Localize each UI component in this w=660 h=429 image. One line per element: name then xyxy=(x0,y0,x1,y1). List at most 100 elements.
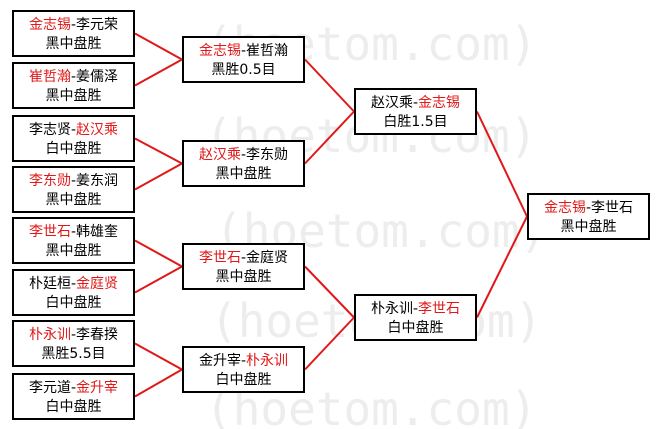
separator: - xyxy=(70,224,77,240)
player-name: 金升宰 xyxy=(198,353,241,369)
connector-line xyxy=(476,216,528,318)
matchup: 朴永训-李春揆 xyxy=(14,326,133,345)
separator: - xyxy=(240,43,247,59)
match-result: 黑中盘胜 xyxy=(215,166,272,182)
player-name: 姜东润 xyxy=(76,173,119,189)
player-name: 崔哲瀚 xyxy=(28,69,71,85)
player-name: 赵汉乘 xyxy=(76,122,119,138)
match-result: 黑中盘胜 xyxy=(45,88,102,104)
match-result: 黑中盘胜 xyxy=(45,243,102,259)
connector-line xyxy=(134,239,183,268)
round1-match-7: 朴永训-李春揆黑胜5.5目 xyxy=(12,320,135,367)
separator: - xyxy=(70,173,77,189)
player-name: 崔哲瀚 xyxy=(246,43,289,59)
matchup: 李世石-韩雄奎 xyxy=(14,223,133,242)
connector-line xyxy=(134,58,183,87)
player-name: 李东勋 xyxy=(28,173,71,189)
connector-line xyxy=(134,368,183,398)
round2-match-4: 金升宰-朴永训白中盘胜 xyxy=(182,346,305,393)
round1-match-8: 李元道-金升宰白中盘胜 xyxy=(12,373,135,420)
player-name: 李元荣 xyxy=(76,17,119,33)
separator: - xyxy=(585,200,592,216)
round3-match-2: 朴永训-李世石白中盘胜 xyxy=(354,294,477,341)
player-name: 赵汉乘 xyxy=(370,95,413,111)
connector-line xyxy=(134,137,183,165)
round1-match-5: 李世石-韩雄奎黑中盘胜 xyxy=(12,217,135,264)
match-result: 白中盘胜 xyxy=(45,295,102,311)
player-name: 李元道 xyxy=(28,380,71,396)
connector-line xyxy=(304,110,355,165)
player-name: 金庭贤 xyxy=(76,276,119,292)
separator: - xyxy=(70,276,77,292)
matchup: 李志贤-赵汉乘 xyxy=(14,121,133,140)
player-name: 李世石 xyxy=(591,200,634,216)
separator: - xyxy=(70,69,77,85)
round1-match-1: 金志锡-李元荣黑中盘胜 xyxy=(12,10,135,57)
connector-line xyxy=(304,265,355,319)
round1-match-2: 崔哲瀚-姜儒泽黑中盘胜 xyxy=(12,62,135,109)
separator: - xyxy=(240,250,247,266)
matchup: 李东勋-姜东润 xyxy=(14,172,133,191)
player-name: 李世石 xyxy=(28,224,71,240)
player-name: 金志锡 xyxy=(418,95,461,111)
match-result: 黑中盘胜 xyxy=(215,269,272,285)
separator: - xyxy=(412,95,419,111)
separator: - xyxy=(70,17,77,33)
player-name: 朴永训 xyxy=(370,301,413,317)
player-name: 朴永训 xyxy=(246,353,289,369)
player-name: 姜儒泽 xyxy=(76,69,119,85)
separator: - xyxy=(240,147,247,163)
match-result: 黑中盘胜 xyxy=(560,219,617,235)
match-result: 白中盘胜 xyxy=(45,399,102,415)
separator: - xyxy=(240,353,247,369)
matchup: 金志锡-李世石 xyxy=(529,199,648,218)
matchup: 赵汉乘-李东勋 xyxy=(184,146,303,165)
player-name: 金志锡 xyxy=(28,17,71,33)
matchup: 李世石-金庭贤 xyxy=(184,249,303,268)
separator: - xyxy=(70,122,77,138)
round1-match-3: 李志贤-赵汉乘白中盘胜 xyxy=(12,115,135,162)
separator: - xyxy=(70,327,77,343)
separator: - xyxy=(70,380,77,396)
match-result: 黑中盘胜 xyxy=(45,36,102,52)
round1-match-6: 朴廷桓-金庭贤白中盘胜 xyxy=(12,269,135,316)
player-name: 金庭贤 xyxy=(246,250,289,266)
player-name: 金志锡 xyxy=(198,43,241,59)
round3-match-1: 赵汉乘-金志锡白胜1.5目 xyxy=(354,88,477,135)
round2-match-3: 李世石-金庭贤黑中盘胜 xyxy=(182,243,305,290)
player-name: 赵汉乘 xyxy=(198,147,241,163)
matchup: 朴廷桓-金庭贤 xyxy=(14,275,133,294)
matchup: 金升宰-朴永训 xyxy=(184,352,303,371)
player-name: 金升宰 xyxy=(76,380,119,396)
matchup: 朴永训-李世石 xyxy=(356,300,475,319)
player-name: 李世石 xyxy=(418,301,461,317)
player-name: 李世石 xyxy=(198,250,241,266)
match-result: 白中盘胜 xyxy=(45,141,102,157)
round2-match-2: 赵汉乘-李东勋黑中盘胜 xyxy=(182,140,305,187)
connector-line xyxy=(134,342,183,371)
matchup: 赵汉乘-金志锡 xyxy=(356,94,475,113)
matchup: 崔哲瀚-姜儒泽 xyxy=(14,68,133,87)
connector-line xyxy=(134,32,183,61)
connector-line xyxy=(304,316,355,371)
matchup: 金志锡-李元荣 xyxy=(14,16,133,35)
connector-line xyxy=(304,58,355,113)
round2-match-1: 金志锡-崔哲瀚黑胜0.5目 xyxy=(182,36,305,83)
matchup: 李元道-金升宰 xyxy=(14,379,133,398)
separator: - xyxy=(412,301,419,317)
match-result: 白中盘胜 xyxy=(215,372,272,388)
round1-match-4: 李东勋-姜东润黑中盘胜 xyxy=(12,166,135,213)
player-name: 李东勋 xyxy=(246,147,289,163)
player-name: 韩雄奎 xyxy=(76,224,119,240)
match-result: 黑胜5.5目 xyxy=(41,346,106,362)
match-result: 黑胜0.5目 xyxy=(211,62,276,78)
player-name: 朴永训 xyxy=(28,327,71,343)
player-name: 李志贤 xyxy=(28,122,71,138)
matchup: 金志锡-崔哲瀚 xyxy=(184,42,303,61)
player-name: 朴廷桓 xyxy=(28,276,71,292)
connector-line xyxy=(476,111,528,217)
player-name: 李春揆 xyxy=(76,327,119,343)
match-result: 白胜1.5目 xyxy=(383,114,448,130)
final-match-1: 金志锡-李世石黑中盘胜 xyxy=(527,193,650,240)
match-result: 白中盘胜 xyxy=(387,320,444,336)
